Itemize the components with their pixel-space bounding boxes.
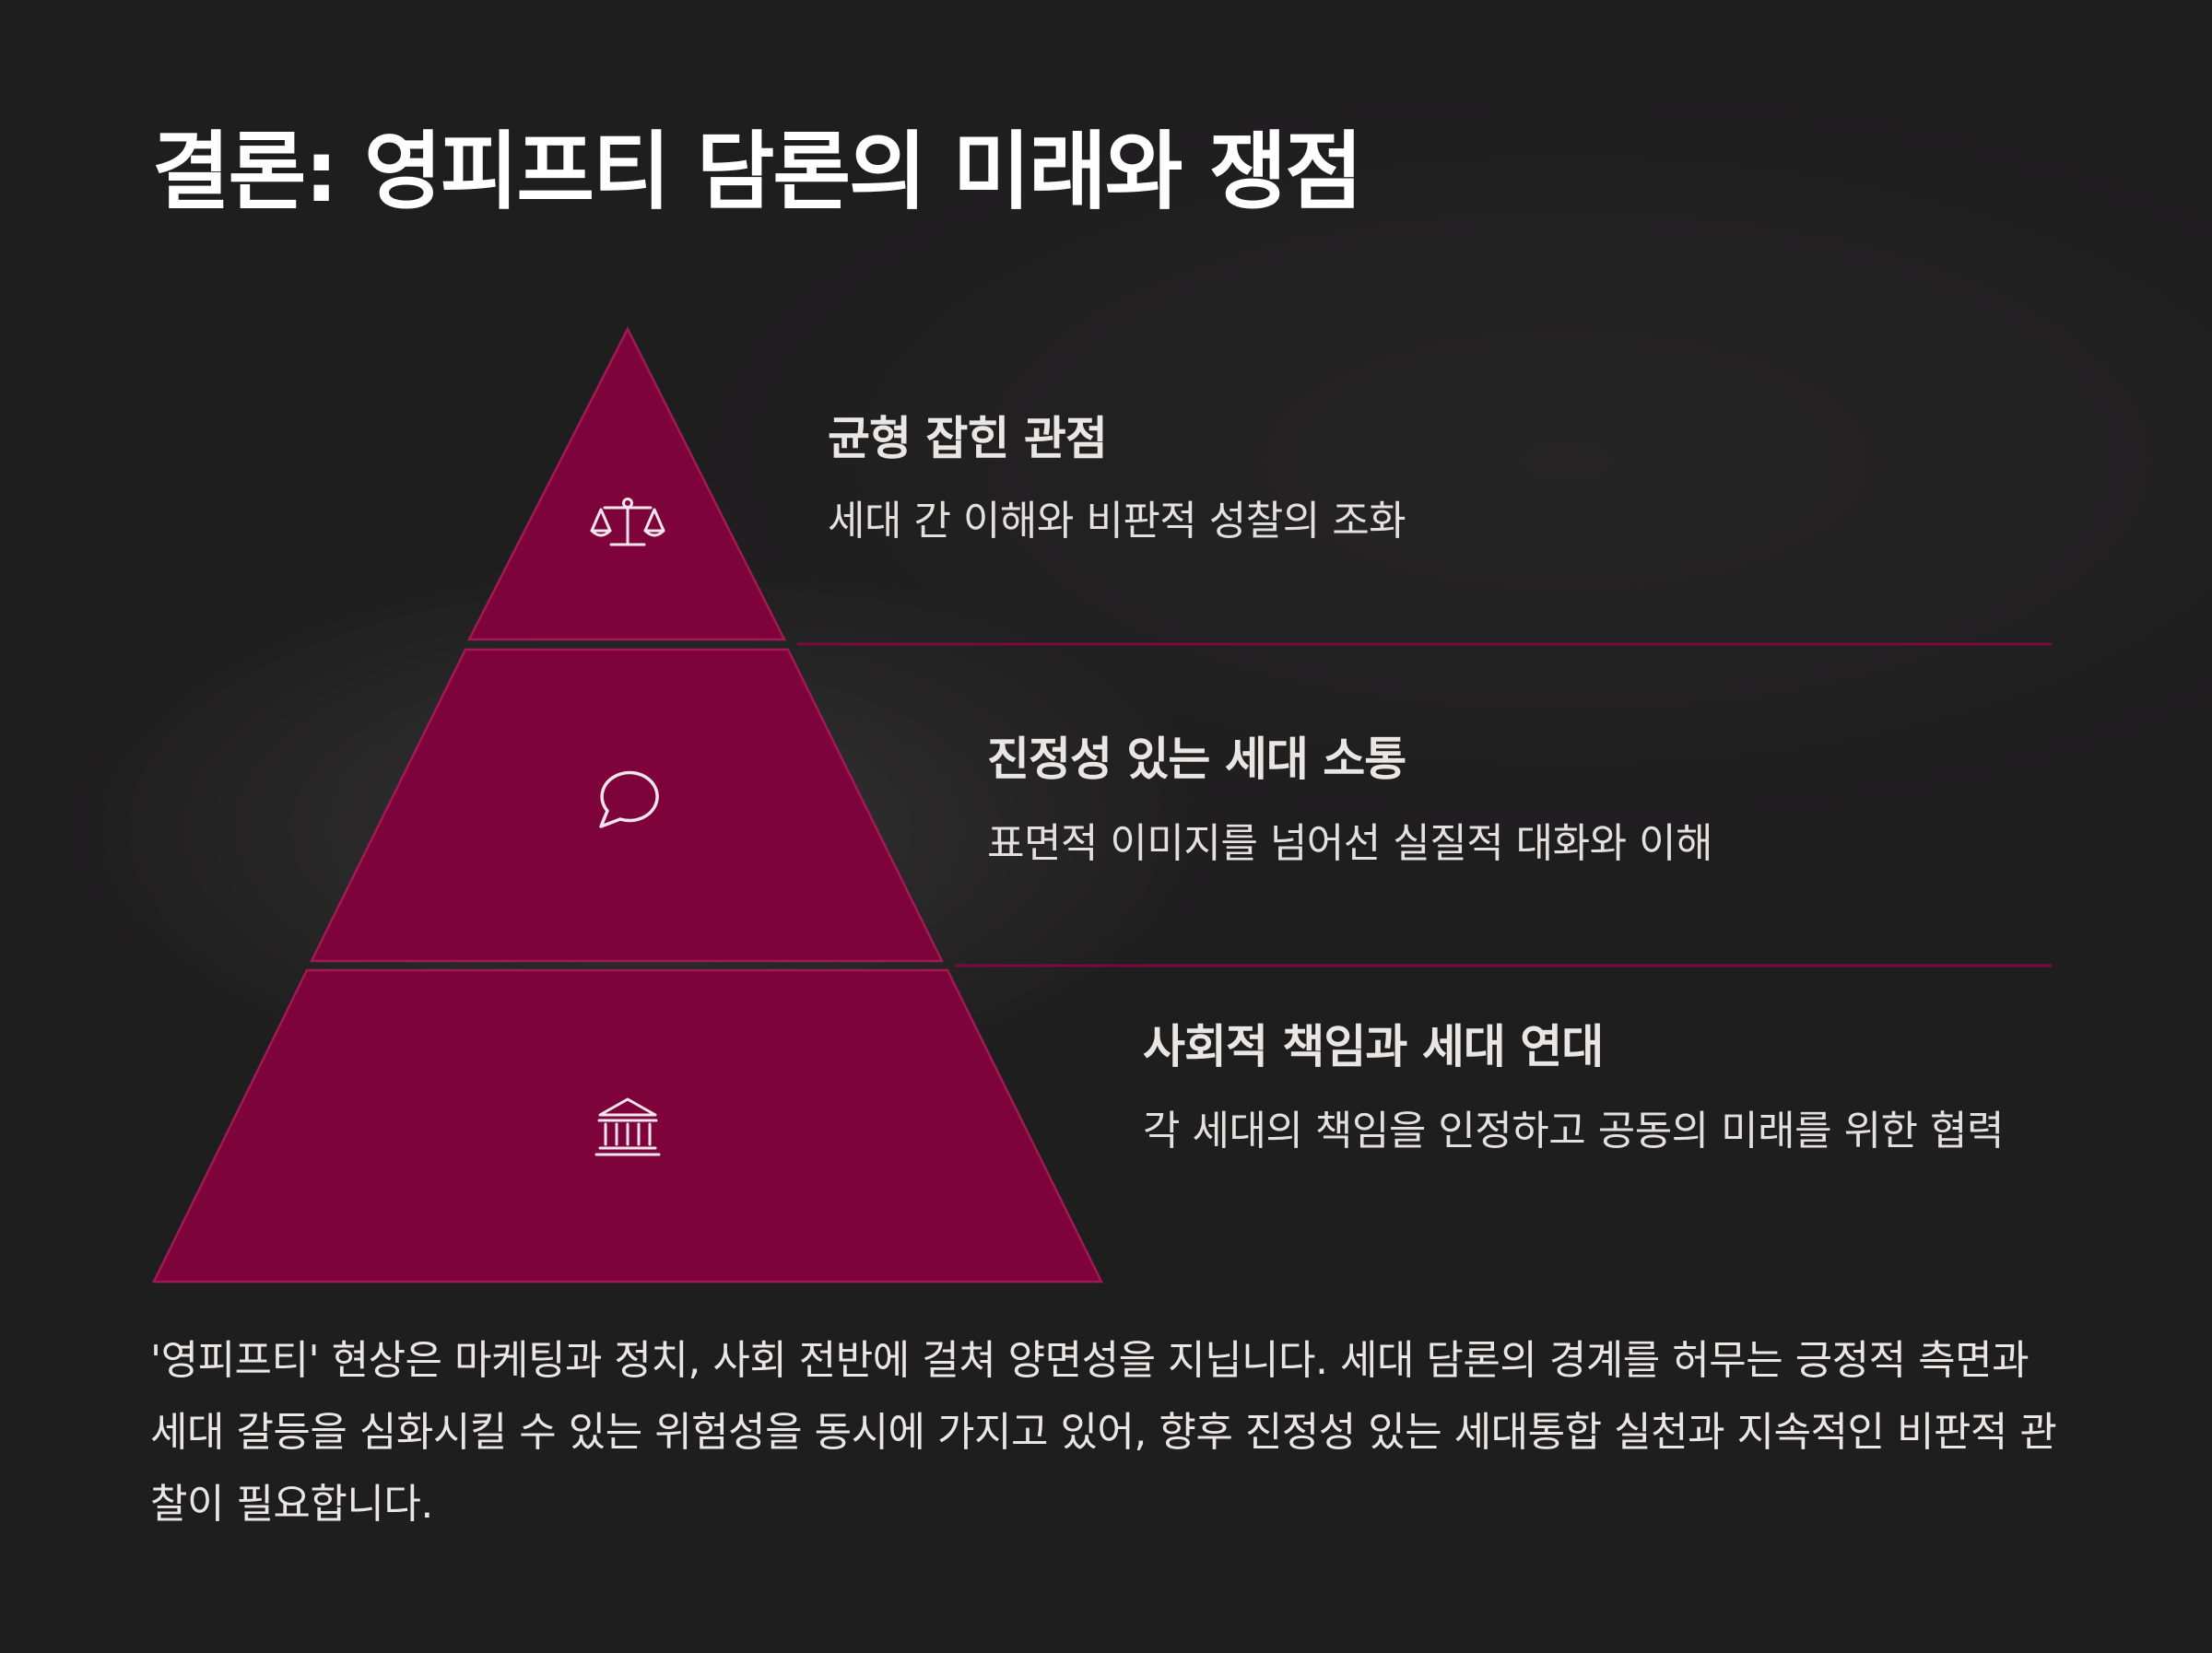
tier-3-title: 사회적 책임과 세대 연대 [1143, 1020, 1604, 1073]
pyramid-tier-top [466, 326, 787, 641]
conclusion-paragraph: '영피프티' 현상은 마케팅과 정치, 사회 전반에 걸쳐 양면성을 지닙니다.… [150, 1337, 2057, 1528]
tier-1-description: 세대 간 이해와 비판적 성찰의 조화 [828, 498, 1406, 545]
institution-icon [594, 1097, 661, 1156]
tier-2-description: 표면적 이미지를 넘어선 실질적 대화와 이해 [987, 820, 1713, 867]
page-title: 결론: 영피프티 담론의 미래와 쟁점 [152, 123, 1363, 221]
pyramid-tier-middle [309, 648, 945, 963]
speech-bubble-icon [599, 770, 659, 828]
tier-2-title: 진정성 있는 세대 소통 [987, 733, 1406, 786]
tier-1-title: 균형 잡힌 관점 [828, 412, 1108, 465]
balance-scale-icon [590, 498, 665, 546]
tier-3-description: 각 세대의 책임을 인정하고 공동의 미래를 위한 협력 [1143, 1108, 2004, 1155]
